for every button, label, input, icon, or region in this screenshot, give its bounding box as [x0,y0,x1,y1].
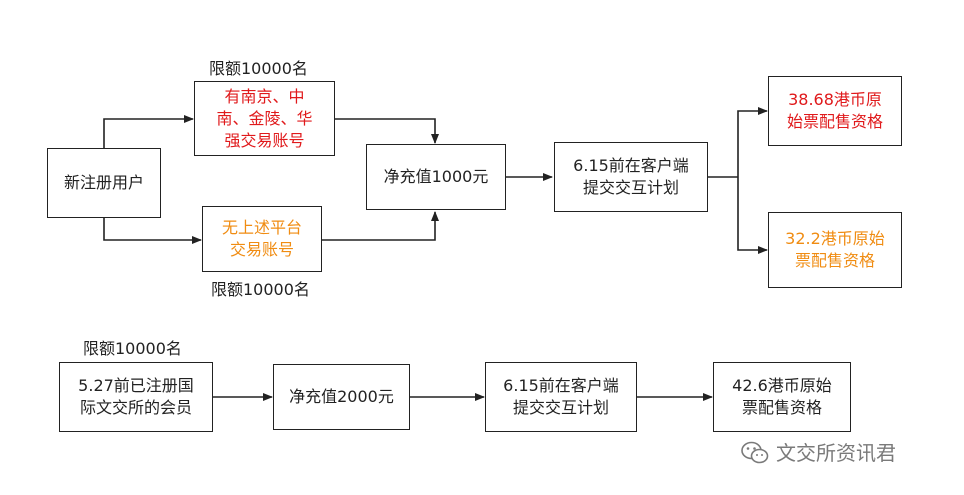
allocation-b-box: 32.2港币原始 票配售资格 [768,212,902,288]
allocation-b-label: 32.2港币原始 票配售资格 [785,229,885,270]
no-platform-accounts-box: 无上述平台 交易账号 [202,206,322,272]
allocation-label-bottom: 42.6港币原始 票配售资格 [732,376,832,417]
quota-label-middle: 限额10000名 [211,280,310,299]
submit-plan-label-bottom: 6.15前在客户端 提交交互计划 [503,376,619,417]
new-user-label: 新注册用户 [63,173,144,192]
allocation-a-label: 38.68港币原 始票配售资格 [786,90,883,131]
registered-member-box: 5.27前已注册国 际文交所的会员 [59,362,213,432]
wechat-icon [741,441,769,464]
submit-plan-box-bottom: 6.15前在客户端 提交交互计划 [485,362,637,432]
net-deposit-label-bottom: 净充值2000元 [289,387,394,406]
arrow-new-user-to-platform-accounts [103,115,194,148]
quota-label-top: 限额10000名 [209,59,308,78]
arrow-submit-plan-to-allocation-b [737,177,768,254]
platform-accounts-box: 有南京、中 南、金陵、华 强交易账号 [194,81,335,156]
net-deposit-box-bottom: 净充值2000元 [273,364,410,430]
net-deposit-box: 净充值1000元 [366,144,506,210]
new-user-box: 新注册用户 [47,148,161,218]
watermark-text: 文交所资讯君 [776,441,896,465]
submit-plan-box: 6.15前在客户端 提交交互计划 [554,142,708,212]
quota-label-bottom: 限额10000名 [83,339,182,358]
net-deposit-label: 净充值1000元 [383,167,489,186]
no-platform-accounts-label: 无上述平台 交易账号 [221,218,302,259]
registered-member-label: 5.27前已注册国 际文交所的会员 [78,376,194,417]
allocation-box-bottom: 42.6港币原始 票配售资格 [713,362,851,432]
allocation-a-box: 38.68港币原 始票配售资格 [768,76,902,146]
watermark: 文交所资讯君 [740,440,896,466]
arrow-no-platform-accounts-to-deposit [322,211,439,241]
arrow-submit-plan-to-allocation-a [737,107,768,177]
submit-plan-label: 6.15前在客户端 提交交互计划 [573,156,689,197]
arrow-platform-accounts-to-deposit [335,118,439,144]
platform-accounts-label: 有南京、中 南、金陵、华 强交易账号 [216,86,313,150]
arrow-new-user-to-no-platform-accounts [103,218,202,244]
